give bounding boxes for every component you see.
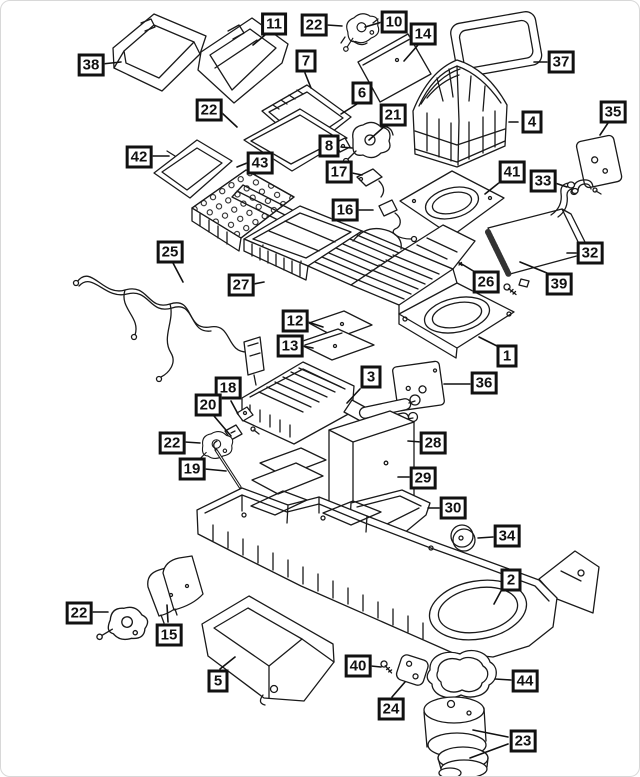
part-35-mounting-plate bbox=[575, 134, 623, 189]
part-24-resistor-bracket bbox=[395, 654, 429, 686]
leader-line-2 bbox=[493, 590, 502, 605]
part-44-blower-gasket bbox=[426, 649, 497, 699]
part-1-housing-assembly bbox=[307, 224, 515, 359]
leader-line-3 bbox=[346, 388, 361, 404]
part-32-heater-core bbox=[485, 181, 594, 278]
part-16-sensor-wire bbox=[378, 199, 418, 243]
leader-line-8 bbox=[340, 146, 353, 149]
leader-line-23 bbox=[472, 729, 509, 738]
leader-line-22 bbox=[221, 112, 238, 128]
leader-line-19 bbox=[204, 468, 227, 472]
part-22-actuator-bottom bbox=[95, 600, 151, 651]
leader-line-23 bbox=[469, 743, 509, 759]
leader-line-13 bbox=[302, 345, 314, 349]
leader-line-5 bbox=[219, 656, 236, 670]
part-43-filter-screen bbox=[191, 169, 295, 252]
leader-line-40 bbox=[370, 665, 382, 668]
part-18-clip bbox=[236, 406, 254, 422]
part-41-blower-ring-plate bbox=[399, 170, 505, 237]
leader-line-10 bbox=[364, 21, 383, 28]
leader-line-39 bbox=[519, 261, 548, 274]
part-22-actuator-top bbox=[336, 10, 384, 53]
leader-line-38 bbox=[101, 61, 122, 65]
part-25-wiring-harness bbox=[72, 275, 265, 386]
part-21-mode-actuator bbox=[342, 121, 394, 165]
part-11-inlet-tray bbox=[197, 17, 289, 104]
leader-line-24 bbox=[391, 681, 406, 698]
part-15-filter-leaves bbox=[147, 555, 204, 624]
leader-line-28 bbox=[407, 440, 422, 443]
leader-line-21 bbox=[368, 124, 387, 141]
part-37-housing-seal bbox=[450, 11, 543, 78]
leader-line-1 bbox=[478, 336, 498, 347]
leader-line-7 bbox=[304, 72, 312, 89]
part-40-screw bbox=[379, 659, 395, 674]
leader-line-22 bbox=[184, 441, 201, 444]
leader-line-22 bbox=[326, 24, 343, 27]
leader-line-33 bbox=[554, 182, 568, 188]
part-3-lower-pads bbox=[251, 447, 327, 495]
part-34-grommet bbox=[450, 524, 476, 552]
leader-line-11 bbox=[252, 34, 266, 46]
leader-line-26 bbox=[459, 262, 476, 273]
part-23-blower-motor bbox=[423, 696, 489, 776]
part-17-temp-probe bbox=[356, 168, 385, 198]
part-13-foam-pad bbox=[296, 328, 375, 361]
leader-line-6 bbox=[340, 103, 358, 115]
part-38-inlet-tray bbox=[112, 13, 207, 92]
leader-line-15 bbox=[166, 604, 169, 623]
leader-line-44 bbox=[494, 678, 512, 681]
leader-line-34 bbox=[477, 536, 494, 539]
leader-line-20 bbox=[213, 415, 232, 437]
part-42-seal-tray bbox=[153, 139, 233, 199]
part-19-control-rod bbox=[213, 440, 242, 489]
leader-line-25 bbox=[172, 262, 184, 283]
leader-line-18 bbox=[230, 400, 239, 415]
leader-line-35 bbox=[599, 122, 609, 136]
leader-line-41 bbox=[484, 181, 501, 195]
leader-line-12 bbox=[307, 321, 324, 328]
leader-lines bbox=[92, 21, 609, 759]
leader-line-14 bbox=[403, 44, 419, 62]
leader-line-27 bbox=[253, 281, 265, 285]
leader-line-17 bbox=[351, 172, 363, 176]
part-4-filter-housing bbox=[412, 59, 508, 168]
leader-line-43 bbox=[236, 162, 248, 168]
part-10-actuator-bracket bbox=[340, 18, 379, 46]
part-14-access-panel bbox=[357, 33, 432, 103]
part-5-floor-duct bbox=[201, 595, 335, 706]
part-39-core-screws bbox=[503, 278, 530, 296]
